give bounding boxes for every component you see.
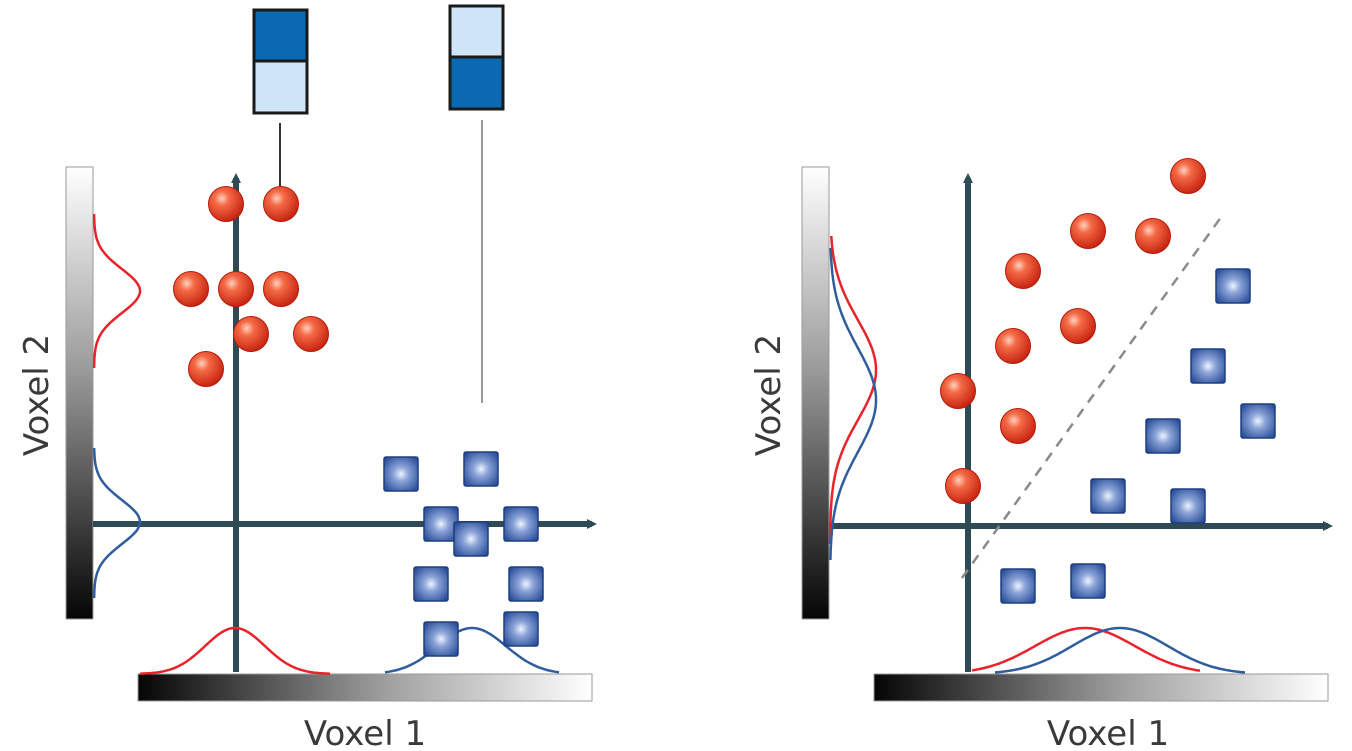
class-b-square-point bbox=[1090, 478, 1126, 514]
class-b-square-point bbox=[423, 506, 459, 542]
class-a-sphere-point bbox=[233, 316, 269, 352]
left-voxel1-distribution-class-b bbox=[384, 626, 560, 674]
left-xlabel: Voxel 1 bbox=[304, 714, 426, 751]
class-a-sphere-point bbox=[188, 351, 224, 387]
voxel2-intensity-bar bbox=[65, 166, 94, 620]
class-b-square-point bbox=[503, 611, 539, 647]
left-voxel2-distribution-class-a bbox=[92, 214, 142, 368]
left-ylabel: Voxel 2 bbox=[17, 334, 57, 456]
class-b-square-point bbox=[383, 456, 419, 492]
voxel2-intensity-bar bbox=[801, 166, 830, 620]
voxel-pattern-b-icon bbox=[448, 4, 505, 111]
class-b-square-point bbox=[463, 451, 499, 487]
class-a-sphere-point bbox=[1135, 218, 1171, 254]
class-a-sphere-point bbox=[945, 468, 981, 504]
class-a-sphere-point bbox=[293, 316, 329, 352]
class-b-square-point bbox=[1215, 268, 1251, 304]
class-a-sphere-point bbox=[1000, 408, 1036, 444]
class-a-sphere-point bbox=[208, 186, 244, 222]
voxel-pattern-a-bottom bbox=[252, 59, 309, 115]
class-a-sphere-point bbox=[1060, 308, 1096, 344]
decision-boundary bbox=[960, 212, 1226, 579]
class-b-square-point bbox=[1190, 348, 1226, 384]
class-a-sphere-point bbox=[263, 271, 299, 307]
class-b-square-point bbox=[503, 506, 539, 542]
right-xlabel: Voxel 1 bbox=[1047, 714, 1169, 751]
class-b-square-point bbox=[1170, 488, 1206, 524]
class-a-sphere-point bbox=[218, 271, 254, 307]
right-ylabel: Voxel 2 bbox=[749, 334, 789, 456]
class-b-square-point bbox=[1000, 568, 1036, 604]
class-a-sphere-point bbox=[173, 271, 209, 307]
class-a-sphere-point bbox=[1070, 213, 1106, 249]
voxel-pattern-a-icon bbox=[252, 8, 309, 115]
class-a-sphere-point bbox=[995, 328, 1031, 364]
voxel-pattern-b-bottom bbox=[448, 55, 505, 111]
voxel1-intensity-bar bbox=[873, 673, 1329, 702]
class-b-square-point bbox=[1240, 403, 1276, 439]
right-panel: Voxel 1 Voxel 2 bbox=[749, 158, 1333, 751]
class-a-sphere-point bbox=[263, 186, 299, 222]
left-data-points bbox=[173, 186, 544, 657]
class-b-square-point bbox=[508, 566, 544, 602]
left-voxel1-distribution-class-a bbox=[139, 626, 331, 675]
left-voxel2-distribution-class-b bbox=[92, 448, 142, 599]
class-b-square-point bbox=[1145, 418, 1181, 454]
class-a-sphere-point bbox=[1170, 158, 1206, 194]
class-b-square-point bbox=[413, 566, 449, 602]
voxel-pattern-a-top bbox=[252, 8, 309, 63]
left-panel: Voxel 1 Voxel 2 bbox=[17, 4, 597, 751]
right-voxel2-distribution-class-b bbox=[829, 247, 878, 561]
class-b-square-point bbox=[423, 621, 459, 657]
right-voxel1-distribution-class-b bbox=[994, 626, 1246, 674]
voxel-pattern-b-top bbox=[448, 4, 505, 59]
voxel1-intensity-bar bbox=[137, 673, 593, 702]
right-voxel2-distribution-class-a bbox=[828, 235, 878, 544]
right-voxel1-distribution-class-a bbox=[971, 626, 1201, 672]
class-b-square-point bbox=[1070, 563, 1106, 599]
class-a-sphere-point bbox=[1005, 253, 1041, 289]
class-a-sphere-point bbox=[940, 373, 976, 409]
right-data-points bbox=[940, 158, 1276, 604]
class-b-square-point bbox=[453, 521, 489, 557]
